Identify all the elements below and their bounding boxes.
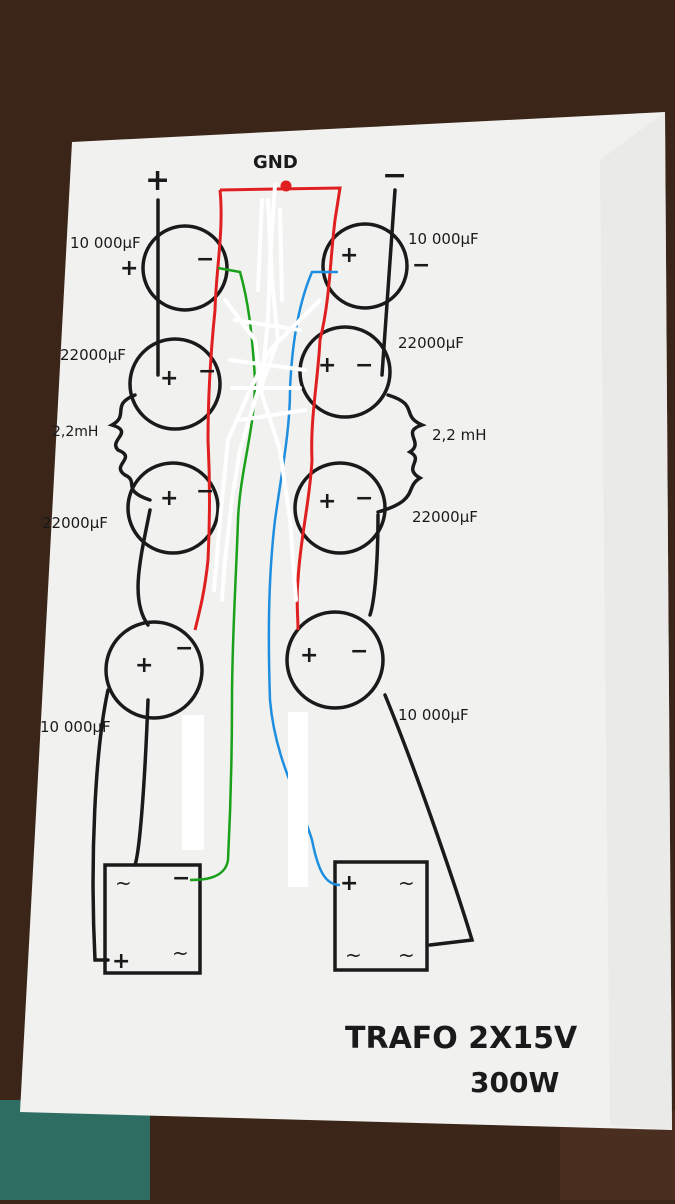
bridge-left-tilde-1: ~	[115, 871, 132, 895]
red-wire-left	[193, 189, 223, 631]
cap-right-4	[285, 610, 385, 710]
inductor-left-coil	[107, 393, 152, 502]
plus-top-label: +	[145, 163, 170, 198]
cap-left-1-minus: −	[196, 247, 214, 272]
white-scribbles	[212, 183, 322, 602]
cap-left-4	[104, 620, 204, 720]
cap-right-2-minus: −	[355, 353, 373, 378]
ind-left-label: 2,2mH	[52, 424, 98, 440]
cap-left-3	[126, 461, 220, 555]
cap-left-2-plus: +	[160, 366, 178, 391]
right-outer-wire	[383, 693, 475, 947]
cap-left-1-label: 10 000µF	[70, 234, 141, 252]
labels: GND + − 10 000µF 10 000µF 22000µF 22000µ…	[40, 152, 578, 1099]
cap-left-2	[128, 337, 222, 431]
cap-right-4-label: 10 000µF	[398, 706, 469, 724]
cap-right-3-label: 22000µF	[412, 508, 478, 526]
cap-right-3-plus: +	[318, 489, 336, 514]
green-wire	[189, 266, 257, 882]
white-bar-right	[288, 712, 308, 887]
blue-wire	[267, 270, 341, 887]
bridge-left	[103, 863, 202, 975]
cap-right-3-minus: −	[355, 486, 373, 511]
cap-left-4-label: 10 000µF	[40, 718, 111, 736]
bridge-right	[333, 860, 429, 972]
left-lower-wire	[136, 508, 152, 627]
trafo-line1: TRAFO 2X15V	[345, 1021, 578, 1056]
right-rail-wire	[380, 188, 397, 377]
cap-left-2-minus: −	[198, 359, 216, 384]
cap-right-2-label: 22000µF	[398, 334, 464, 352]
bridge-right-tilde-1: ~	[398, 871, 415, 895]
bridge-right-plus: +	[340, 871, 358, 896]
cap-left-3-label: 22000µF	[42, 514, 108, 532]
bridge-left-minus: −	[172, 866, 190, 891]
bridge-right-tilde-3: ~	[398, 943, 415, 967]
cap-left-1-plus: +	[120, 256, 138, 281]
cap-right-4-plus: +	[300, 643, 318, 668]
bridge-left-tilde-2: ~	[172, 941, 189, 965]
bridge-right-tilde-2: ~	[345, 943, 362, 967]
cap-right-2	[298, 325, 392, 419]
cap-right-1-plus: +	[340, 243, 358, 268]
cap-left-1	[141, 224, 229, 312]
paper-sheet	[20, 112, 672, 1130]
paper-shadow	[600, 112, 672, 1130]
white-bar-left	[182, 715, 204, 850]
cap-left-3-plus: +	[160, 486, 178, 511]
red-wire-right	[219, 186, 342, 631]
cap-right-2-plus: +	[318, 353, 336, 378]
cap-right-4-minus: −	[350, 639, 368, 664]
bridge-left-plus: +	[112, 949, 130, 974]
cap-right-1	[321, 222, 409, 310]
cap-left-3-minus: −	[196, 479, 214, 504]
ink-drawing	[91, 188, 475, 975]
teal-background	[0, 1100, 150, 1200]
minus-top-label: −	[382, 158, 407, 193]
cap-right-1-label: 10 000µF	[408, 230, 479, 248]
cap-right-1-minus: −	[412, 253, 430, 278]
gnd-node	[280, 180, 292, 192]
cap-left-4-plus: +	[135, 653, 153, 678]
left-inner-wire	[133, 698, 150, 867]
cap-left-2-label: 22000µF	[60, 346, 126, 364]
cap-left-4-minus: −	[175, 636, 193, 661]
inductor-right-coil	[376, 393, 427, 514]
left-outer-wire	[91, 688, 110, 962]
red-wires	[193, 180, 342, 631]
ind-right-label: 2,2 mH	[432, 426, 487, 444]
trafo-line2: 300W	[470, 1066, 559, 1099]
right-lower-wire	[368, 513, 380, 617]
gnd-label: GND	[253, 152, 298, 173]
